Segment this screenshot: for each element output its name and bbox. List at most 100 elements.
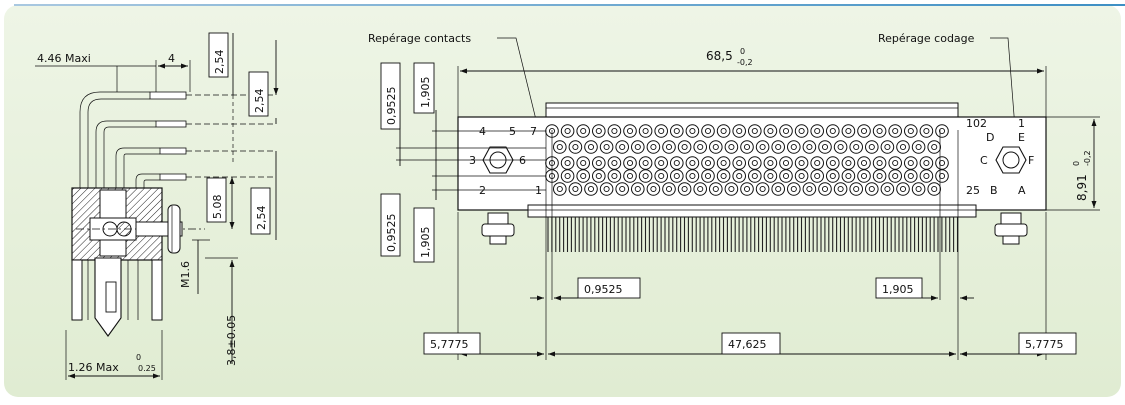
contact [685, 156, 700, 170]
contact [896, 182, 910, 196]
contact [701, 156, 715, 170]
contact [841, 124, 856, 138]
panel-top-line [14, 4, 1125, 6]
contact-label-6: 6 [519, 154, 526, 167]
contact-label-2: 2 [479, 184, 486, 197]
contact [841, 156, 856, 170]
contact [865, 182, 879, 196]
contact-label-3: 3 [469, 154, 476, 167]
contact [607, 169, 622, 183]
contact [576, 156, 591, 170]
contact [872, 169, 887, 183]
row-reference-lines [396, 100, 546, 200]
front-view: Repérage contacts Repérage codage 68,5 0… [368, 32, 1100, 360]
contact [623, 169, 637, 183]
contact [607, 124, 622, 138]
contact [935, 124, 949, 138]
coding-label-c: C [980, 154, 988, 167]
height-label: 8,91 [1075, 174, 1089, 201]
contacts-leader [497, 37, 539, 129]
contact [935, 169, 949, 183]
contact [841, 169, 856, 183]
coding-label-f: F [1028, 154, 1034, 167]
contact [794, 156, 809, 170]
contact [685, 124, 700, 138]
base-width-tol-upper: 0 [136, 353, 141, 362]
left-pitch-top-b: 1,905 [419, 77, 432, 109]
end-offset-right-box [1018, 332, 1077, 355]
pcb-tail-field [547, 217, 959, 252]
pitch-v2-label: 2,54 [253, 89, 266, 114]
contact [740, 182, 754, 196]
contact [771, 140, 786, 154]
contact [833, 182, 848, 196]
contact [818, 182, 832, 196]
contact [677, 140, 692, 154]
contact [592, 124, 606, 138]
pitch-v3-label: 2,54 [255, 206, 268, 231]
contact [716, 156, 731, 170]
contact [560, 124, 575, 138]
contact [802, 140, 817, 154]
contact [646, 140, 661, 154]
contact-label-102: 102 [966, 117, 987, 130]
contact [935, 156, 949, 170]
contact [857, 169, 871, 183]
contact [849, 182, 864, 196]
contact [904, 156, 918, 170]
contact [670, 124, 684, 138]
contact [755, 140, 770, 154]
bottom-pitch-small-box [577, 277, 641, 299]
pin-length-label: 3,8±0.05 [225, 315, 238, 366]
contact [911, 140, 926, 154]
pcb-legs [71, 257, 163, 337]
contact [888, 156, 903, 170]
contact [646, 182, 661, 196]
contact [740, 140, 754, 154]
left-pitch-dims: 0,9525 1,905 0,9525 1,905 [380, 62, 435, 263]
contact [849, 140, 864, 154]
pitch-label: 4 [168, 52, 175, 65]
contact [888, 169, 903, 183]
contact [911, 182, 926, 196]
contact [904, 124, 918, 138]
height-tol-upper: 0 [1072, 161, 1081, 166]
base-width-label: 1.26 Max [68, 361, 119, 374]
contact [709, 182, 723, 196]
contact [631, 140, 645, 154]
contact-field [545, 124, 949, 196]
contact [779, 124, 793, 138]
height-tol-lower: -0,2 [1083, 150, 1092, 166]
bottom-pitch-large-label: 1,905 [882, 283, 914, 296]
contact [670, 156, 684, 170]
contact [919, 124, 934, 138]
contact [701, 169, 715, 183]
contact [826, 169, 840, 183]
bottom-pitch-small-label: 0,9525 [584, 283, 623, 296]
contact [872, 156, 887, 170]
contact [568, 140, 583, 154]
end-offset-right-label: 5,7775 [1025, 338, 1064, 351]
contact-label-1: 1 [535, 184, 542, 197]
contact [919, 169, 934, 183]
contact [592, 156, 606, 170]
connector-housing [71, 187, 205, 261]
contact [865, 140, 879, 154]
contact [662, 140, 676, 154]
coding-label-b: B [990, 184, 998, 197]
contact [724, 182, 739, 196]
contact [701, 124, 715, 138]
contact [880, 140, 895, 154]
bent-pins [79, 91, 276, 188]
right-jackscrew [994, 146, 1028, 245]
bottom-rail [527, 204, 977, 218]
contact [826, 124, 840, 138]
contact [732, 124, 747, 138]
left-pitch-bot-a: 0,9525 [385, 214, 398, 253]
contact-label-25: 25 [966, 184, 980, 197]
contact [732, 169, 747, 183]
contact [919, 156, 934, 170]
max-width-label: 4.46 Maxi [37, 52, 91, 65]
